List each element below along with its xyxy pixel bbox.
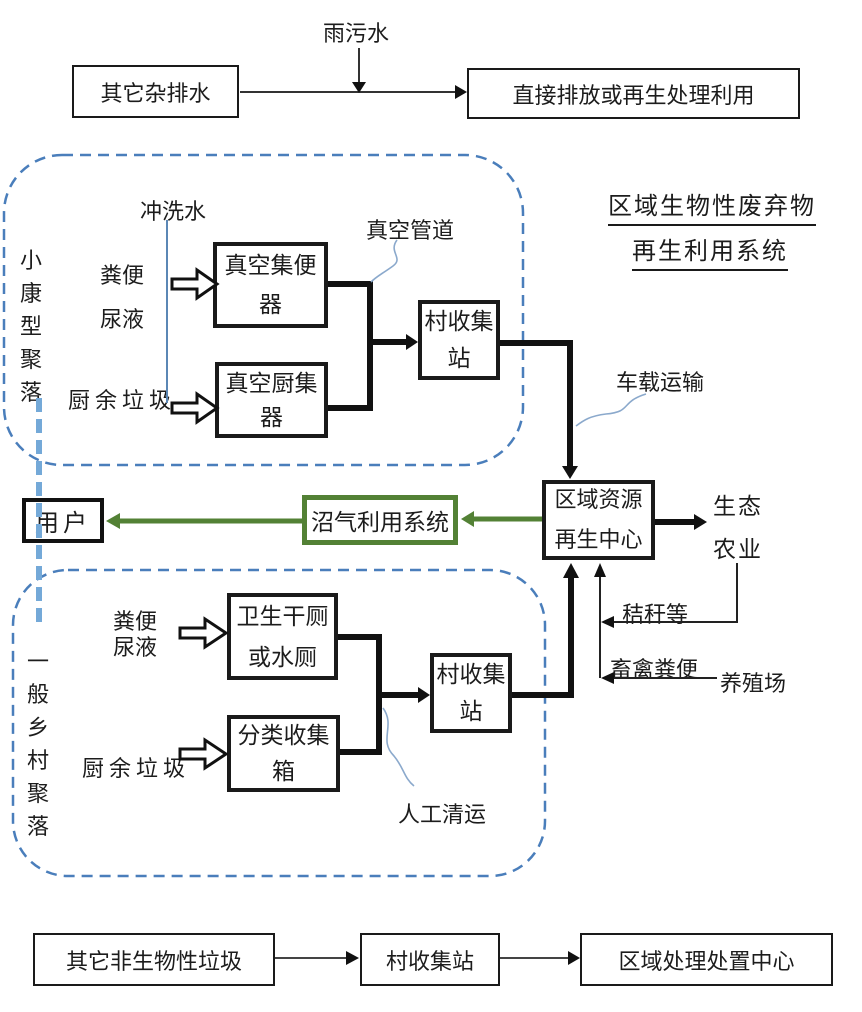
manual-removal-label: 人工清运: [398, 802, 487, 827]
biogas-system-text: 沼气利用系统: [311, 509, 449, 535]
eco-agriculture-line2: 农业: [713, 536, 763, 562]
direct-discharge-box: 直接排放或再生处理利用: [467, 68, 800, 119]
rain-sewage-label: 雨污水: [323, 21, 390, 46]
vacuum-toilet-line2: 器: [259, 291, 282, 317]
top-flow-arrows: [240, 48, 455, 93]
vacuum-kitchen-line2: 器: [260, 404, 283, 430]
vacuum-toilet-collector-box: 真空集便 器: [213, 242, 328, 328]
vacuum-kitchen-line1: 真空厨集: [225, 369, 318, 396]
vehicle-transport-label: 车载运输: [616, 370, 705, 395]
arrowhead: [346, 951, 359, 965]
village-station3-text: 村收集站: [385, 948, 474, 974]
arrowhead: [601, 616, 614, 628]
village-station2-box: 村收集 站: [430, 653, 512, 733]
village-station2-line2: 站: [459, 698, 483, 724]
region2-urine-label: 尿液: [113, 635, 158, 660]
arrowhead: [461, 511, 474, 527]
system-title-line2: 再生利用系统: [632, 231, 788, 271]
sanitary-toilet-line1: 卫生干厕: [236, 603, 329, 630]
vacuum-toilet-line1: 真空集便: [224, 251, 317, 278]
sorting-collection-line2: 箱: [272, 757, 295, 784]
resource-center-line1: 区域资源: [554, 487, 643, 513]
arrowhead: [455, 85, 467, 99]
eco-agriculture-line1: 生态: [713, 493, 763, 519]
misc-drainage-box: 其它杂排水: [72, 65, 239, 118]
region2-name-vertical: 一般乡村聚落: [26, 649, 49, 839]
nonbio-waste-text: 其它非生物性垃圾: [65, 948, 242, 974]
sorting-collection-box: 分类收集 箱: [227, 715, 340, 792]
sanitary-toilet-box: 卫生干厕 或水厕: [227, 593, 338, 680]
regional-disposal-box: 区域处理处置中心: [580, 933, 833, 986]
arrowhead: [568, 951, 580, 965]
arrowhead: [594, 563, 606, 577]
manual-removal-squiggle: [382, 707, 415, 787]
vacuum-pipe-label: 真空管道: [366, 218, 455, 243]
arrowhead: [106, 513, 120, 529]
sanitary-toilet-line2: 或水厕: [248, 643, 317, 670]
direct-discharge-text: 直接排放或再生处理利用: [512, 82, 755, 108]
user-box: 用户: [22, 498, 104, 543]
misc-drainage-text: 其它杂排水: [100, 80, 211, 106]
region1-feces-label: 粪便: [100, 263, 145, 288]
transport-connector: [500, 340, 573, 466]
region1-connectors: [328, 281, 406, 411]
nonbio-waste-box: 其它非生物性垃圾: [33, 933, 275, 986]
vacuum-kitchen-collector-box: 真空厨集 器: [215, 362, 328, 438]
station2-connector: [512, 577, 574, 698]
block-arrows: [170, 267, 229, 771]
region1-kitchen-waste-label: 厨余垃圾: [68, 388, 177, 413]
resource-center-box: 区域资源 再生中心: [542, 480, 655, 560]
village-station2-line1: 村收集: [436, 661, 506, 688]
arrowhead: [562, 466, 578, 479]
region1-urine-label: 尿液: [100, 307, 145, 332]
village-station1-line1: 村收集: [424, 308, 494, 335]
village-station3-box: 村收集站: [360, 933, 500, 986]
breeding-farm-label: 养殖场: [720, 671, 787, 696]
arrowhead: [406, 334, 418, 350]
arrowhead: [418, 687, 430, 703]
livestock-manure-label: 畜禽粪便: [610, 657, 699, 682]
vacuum-pipe-squiggle: [370, 239, 398, 283]
system-title-line1: 区域生物性废弃物: [608, 186, 816, 226]
flush-water-label: 冲洗水: [140, 199, 207, 224]
arrowhead: [563, 563, 579, 578]
resource-center-line2: 再生中心: [554, 527, 643, 552]
sorting-collection-line1: 分类收集: [237, 721, 330, 748]
transport-squiggle: [575, 393, 647, 427]
village-station1-line2: 站: [447, 345, 471, 371]
region2-kitchen-waste-label: 厨余垃圾: [82, 756, 191, 781]
biogas-system-box: 沼气利用系统: [302, 495, 458, 545]
region2-connectors: [338, 634, 418, 755]
region1-name-vertical: 小康型聚落: [19, 248, 42, 405]
user-text: 用户: [35, 510, 91, 537]
arrowhead: [694, 514, 707, 530]
straw-label: 秸秆等: [622, 602, 689, 627]
arrowhead: [352, 82, 366, 93]
village-station1-box: 村收集 站: [418, 300, 500, 380]
regional-disposal-text: 区域处理处置中心: [618, 948, 795, 974]
